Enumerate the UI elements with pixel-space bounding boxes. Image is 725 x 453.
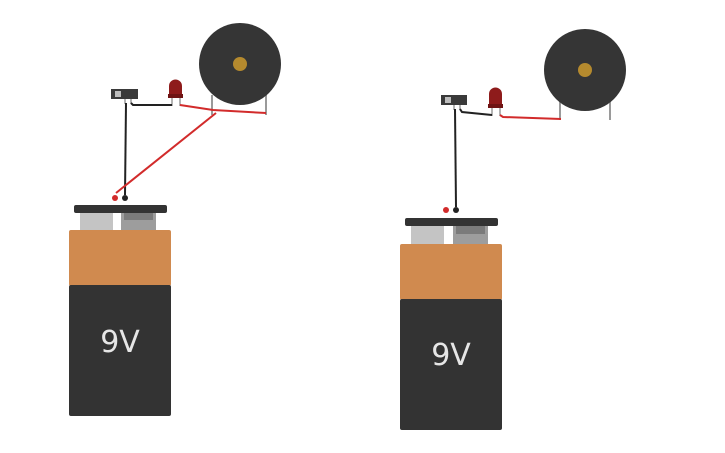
led-body [169,79,182,97]
switch-body [441,95,467,105]
buzzer-left[interactable] [199,23,281,115]
snap-lead-red [443,207,449,213]
led-rim [488,104,503,108]
battery-snap [74,205,167,213]
battery-left[interactable]: 9V [69,195,171,416]
battery-right[interactable]: 9V [400,207,502,430]
switch-left[interactable] [111,89,138,104]
battery-body [69,285,171,416]
snap-lead-black [453,207,459,213]
battery-terminal-negative-top [456,226,485,234]
led-body [489,87,502,107]
wire-black [459,108,493,116]
battery-terminal-negative-top [124,212,153,220]
battery-snap [405,218,498,226]
wire-black [124,102,127,196]
snap-lead-red [112,195,118,201]
wire-red [179,104,267,114]
switch-right[interactable] [441,95,467,110]
wire-red [115,112,217,194]
led-rim [168,94,183,98]
switch-slider [445,97,451,103]
snap-lead-black [122,195,128,201]
switch-slider [115,91,121,97]
buzzer-right[interactable] [544,29,626,120]
battery-label: 9V [100,325,140,360]
battery-top-band [400,244,502,300]
buzzer-center [233,57,247,71]
wire-red [499,114,562,120]
battery-top-band [69,230,171,286]
battery-terminal-positive [80,212,113,232]
circuit-left: 9V [69,23,281,416]
circuit-right: 9V [400,29,626,430]
switch-body [111,89,138,99]
battery-body [400,299,502,430]
led-right[interactable] [488,87,503,116]
wire-black [454,108,457,208]
battery-terminal-positive [411,226,444,246]
battery-label: 9V [431,338,471,373]
buzzer-center [578,63,592,77]
wire-black [130,102,172,106]
led-left[interactable] [168,79,183,106]
